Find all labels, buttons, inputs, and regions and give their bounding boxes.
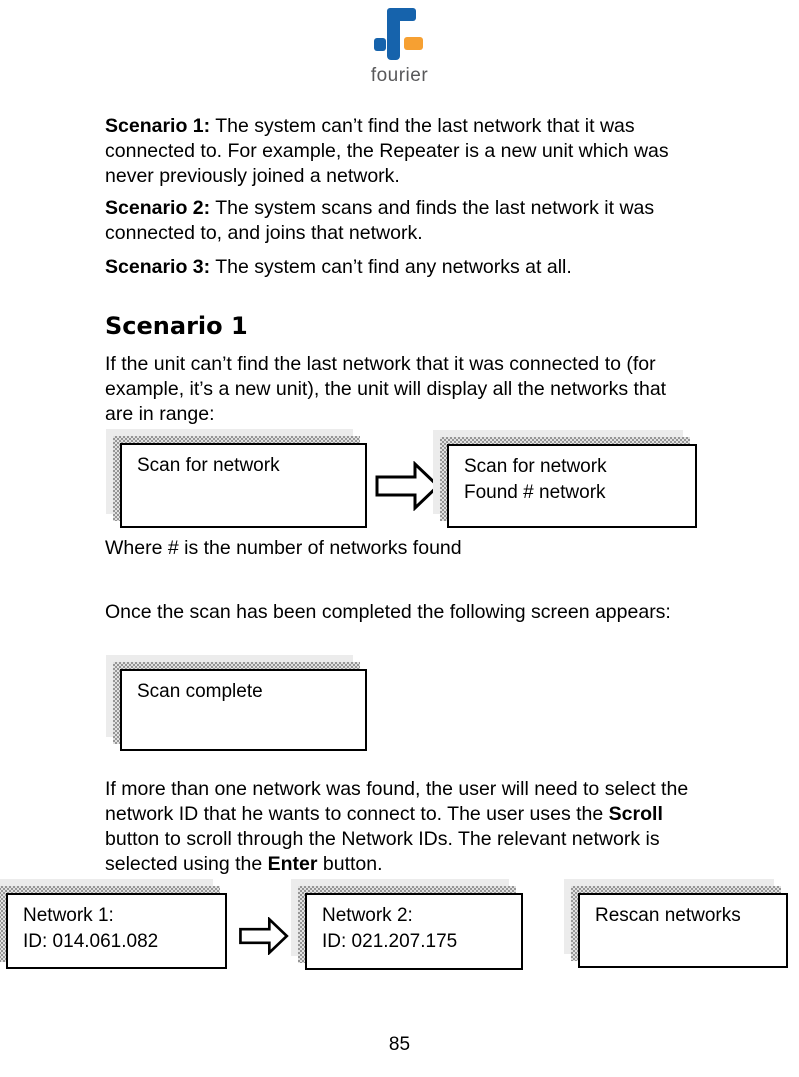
scenario-3-lead: Scenario 3: <box>105 256 211 278</box>
found-network-box: Scan for network Found # network <box>433 430 697 528</box>
scenario-3-paragraph: Scenario 3: The system can’t find any ne… <box>105 255 697 280</box>
lcd-text: ID: 021.207.175 <box>322 931 458 952</box>
lcd-screen: Network 1: ID: 014.061.082 <box>6 893 227 969</box>
scenario-1-lead: Scenario 1: <box>105 115 211 137</box>
scan-for-network-box: Scan for network <box>106 429 367 528</box>
scenario-1-paragraph: Scenario 1: The system can’t find the la… <box>105 114 697 189</box>
lcd-text: ID: 014.061.082 <box>23 931 159 952</box>
logo-shape <box>373 38 386 51</box>
lcd-text: Found # network <box>464 482 606 503</box>
lcd-text: Network 1: <box>23 905 114 926</box>
logo-shape <box>386 14 400 60</box>
diagram-caption: Where # is the number of networks found <box>105 537 462 559</box>
lcd-screen: Rescan networks <box>578 893 788 968</box>
lcd-text: Network 2: <box>322 905 413 926</box>
lcd-text: Scan for network <box>464 456 607 477</box>
logo-shape <box>403 37 423 50</box>
rescan-networks-box: Rescan networks <box>564 879 788 968</box>
lcd-text: Scan complete <box>137 681 263 702</box>
scenario-1-text: The system can’t find the last network t… <box>105 115 669 187</box>
scenario-2-text: The system scans and finds the last netw… <box>105 197 655 244</box>
network-2-box: Network 2: ID: 021.207.175 <box>291 879 523 970</box>
lcd-screen: Network 2: ID: 021.207.175 <box>305 893 523 970</box>
scenario-2-paragraph: Scenario 2: The system scans and finds t… <box>105 196 697 246</box>
section-body-paragraph: If the unit can’t find the last network … <box>105 353 667 425</box>
lcd-screen: Scan complete <box>120 669 367 751</box>
logo: fourier <box>0 8 799 87</box>
scenario-3-text: The system can’t find any networks at al… <box>210 256 572 278</box>
scan-complete-box: Scan complete <box>106 655 367 751</box>
scenario-2-lead: Scenario 2: <box>105 197 211 219</box>
brand-text: fourier <box>370 65 429 86</box>
arrow-right-icon <box>236 917 292 955</box>
lcd-text: Rescan networks <box>595 905 741 926</box>
scan-complete-intro: Once the scan has been completed the fol… <box>105 601 671 623</box>
page-number: 85 <box>388 1034 411 1055</box>
lcd-text: Scan for network <box>137 455 280 476</box>
fourier-logo-icon <box>373 8 427 60</box>
select-network-paragraph: If more than one network was found, the … <box>105 778 689 875</box>
lcd-screen: Scan for network <box>120 443 367 528</box>
lcd-screen: Scan for network Found # network <box>447 444 697 528</box>
arrow-right-icon <box>375 461 441 511</box>
network-1-box: Network 1: ID: 014.061.082 <box>0 879 227 969</box>
section-heading: Scenario 1 <box>105 312 248 340</box>
